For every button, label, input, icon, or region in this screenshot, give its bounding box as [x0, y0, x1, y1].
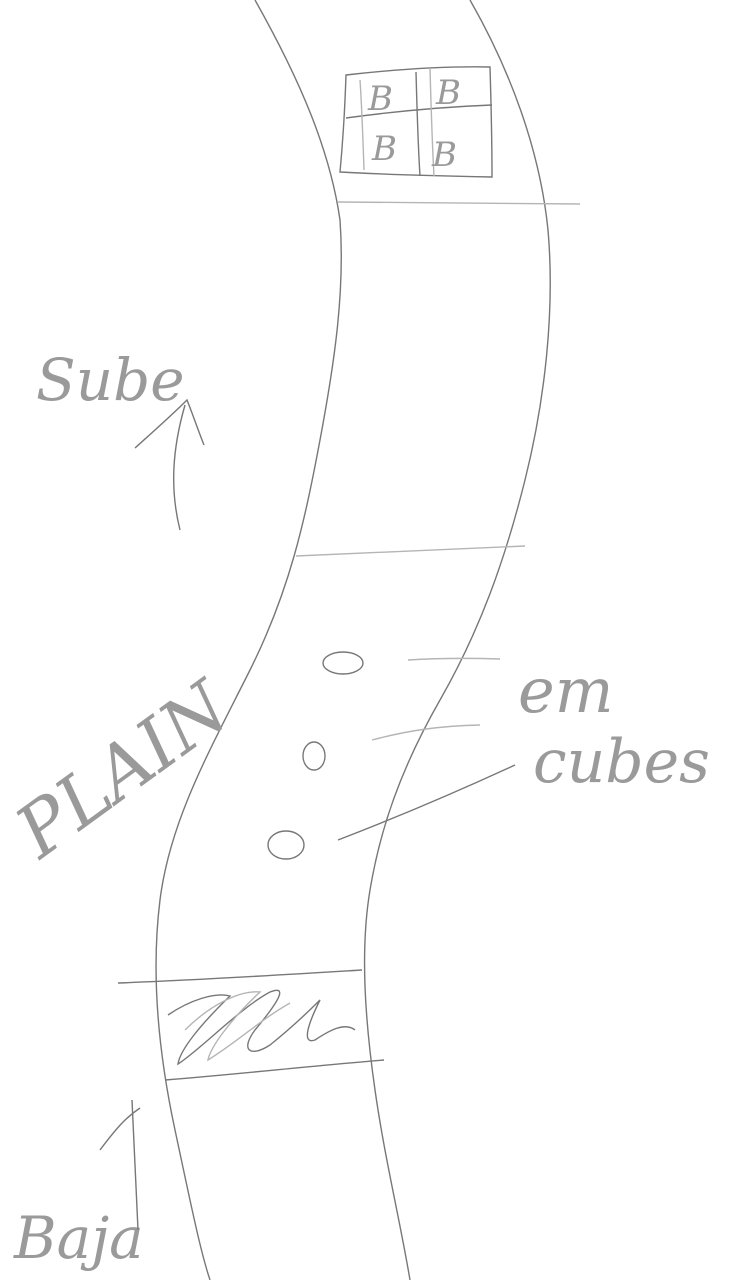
arrow-up-head [134, 398, 205, 449]
grid-glyph-3: B [371, 129, 397, 169]
label-sube: Sube [36, 346, 185, 414]
scribble-hatch-light [184, 991, 291, 1062]
label-baja: Baja [13, 1204, 144, 1272]
grid-box [339, 66, 493, 178]
grid-glyph-1: B [367, 79, 393, 119]
divider-middle [295, 545, 526, 557]
divider-lower-2 [164, 1059, 385, 1081]
scribble-hatch [167, 989, 356, 1066]
divider-lower-1 [117, 969, 363, 984]
cube-marker-3 [267, 830, 305, 860]
road-left-edge [155, 0, 342, 1280]
label-cubes: cubes [533, 727, 710, 797]
label-plain: PLAIN [0, 663, 246, 875]
pointer-line-1 [407, 657, 501, 661]
pointer-line-3 [337, 764, 516, 841]
label-em: em [518, 654, 613, 727]
arrow-down-shaft [131, 1099, 139, 1231]
road-right-edge [363, 0, 551, 1280]
divider-top [337, 201, 581, 205]
arrow-down-head [99, 1107, 141, 1151]
arrow-up-shaft [172, 404, 186, 531]
pointer-line-2 [371, 724, 481, 741]
grid-glyph-4: B [431, 135, 457, 175]
grid-glyph-2: B [435, 73, 461, 113]
cube-marker-1 [322, 651, 364, 675]
cube-marker-2 [302, 741, 326, 771]
